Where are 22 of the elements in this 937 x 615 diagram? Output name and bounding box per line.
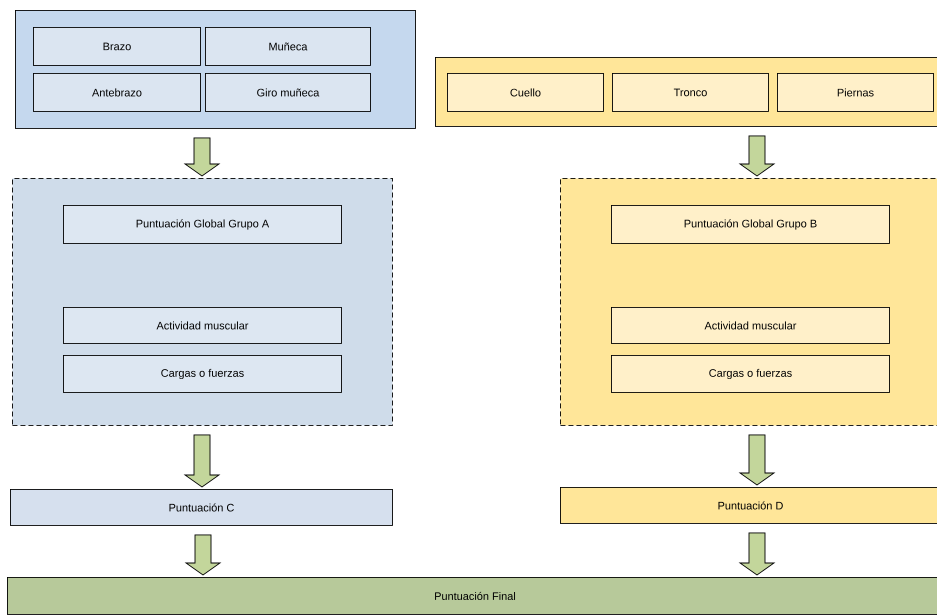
block-arrow xyxy=(184,534,222,576)
body-part-box: Giro muñeca xyxy=(205,73,371,112)
score-box: Puntuación Global Grupo B xyxy=(611,205,890,244)
score-box: Puntuación Global Grupo A xyxy=(63,205,342,244)
body-part-box: Muñeca xyxy=(205,27,371,66)
body-part-box: Piernas xyxy=(777,73,934,112)
block-arrow xyxy=(738,135,776,177)
body-part-box: Antebrazo xyxy=(33,73,201,112)
block-arrow xyxy=(184,434,220,488)
body-part-box: Brazo xyxy=(33,27,201,66)
factor-box: Cargas o fuerzas xyxy=(611,355,890,393)
body-part-box: Cuello xyxy=(447,73,604,112)
factor-box: Actividad muscular xyxy=(611,307,890,344)
factor-box: Actividad muscular xyxy=(63,307,342,344)
block-arrow xyxy=(738,532,776,576)
factor-box: Cargas o fuerzas xyxy=(63,355,342,393)
score-box: Puntuación C xyxy=(10,489,393,526)
score-box: Puntuación D xyxy=(560,487,937,524)
body-part-box: Tronco xyxy=(612,73,769,112)
final-score-bar: Puntuación Final xyxy=(7,577,937,615)
block-arrow xyxy=(738,434,776,486)
block-arrow xyxy=(184,137,220,177)
